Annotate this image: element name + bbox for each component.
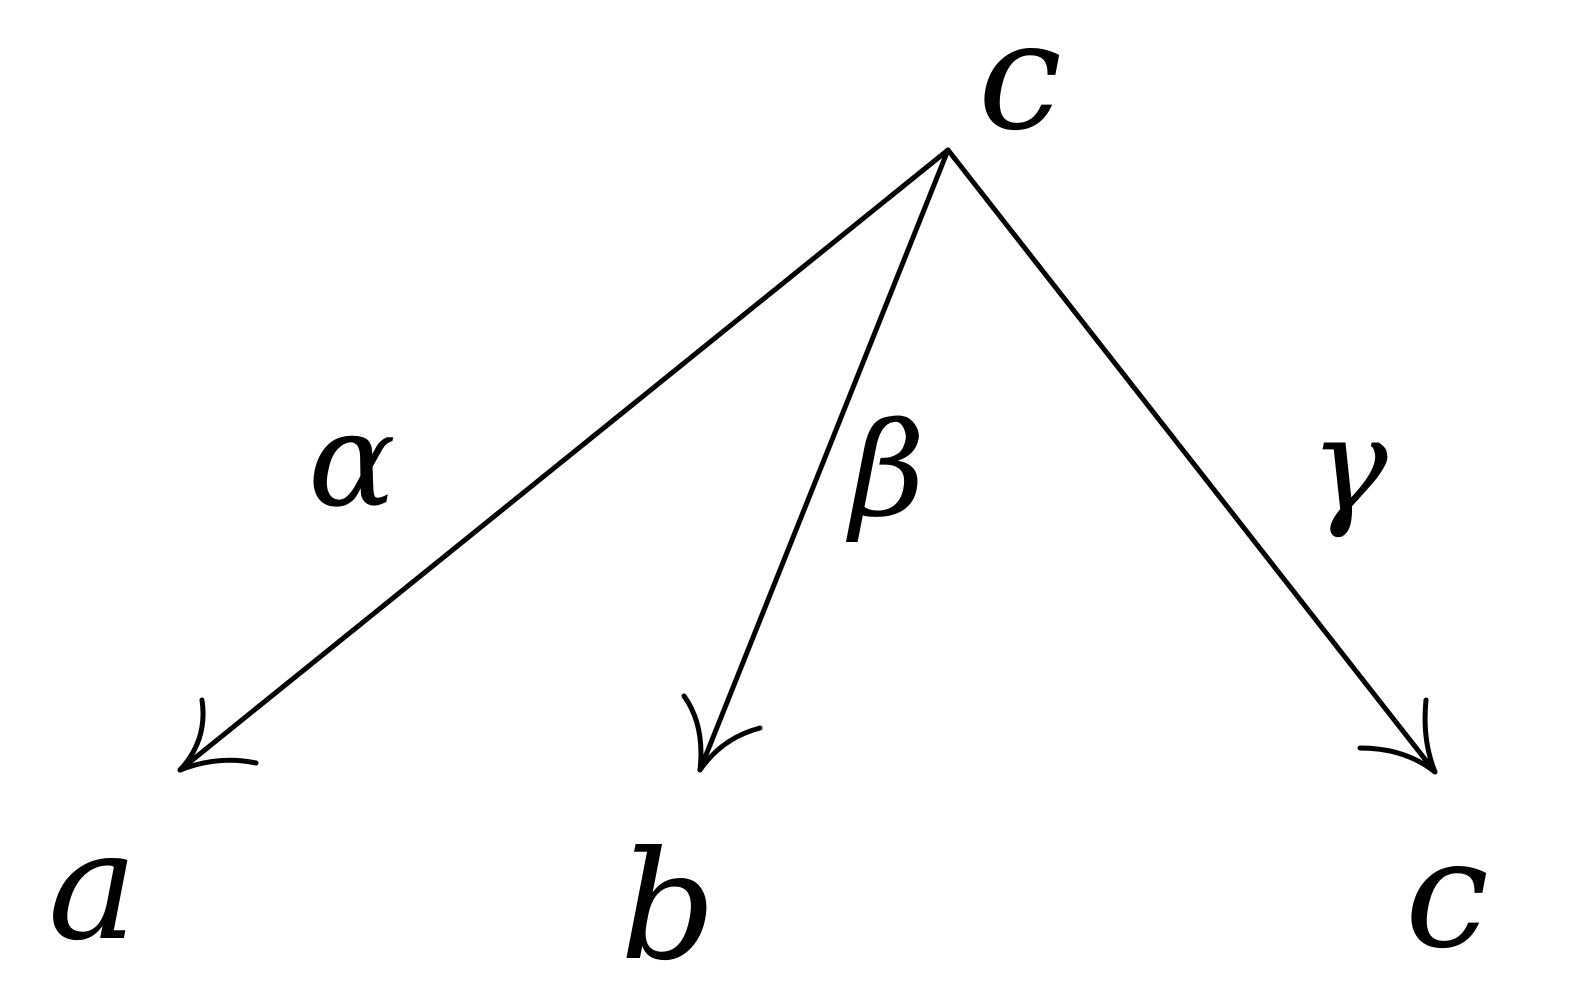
edge-beta-label: β bbox=[845, 394, 925, 546]
edge-beta bbox=[681, 147, 951, 773]
edge-gamma-line bbox=[945, 147, 1438, 775]
edge-beta-line bbox=[697, 147, 951, 773]
edge-gamma-arrowhead bbox=[1357, 697, 1438, 775]
edge-alpha-label: α bbox=[308, 384, 396, 536]
edge-alpha-arrowhead bbox=[177, 697, 259, 773]
edge-alpha-line bbox=[177, 147, 951, 773]
target-node-a: a bbox=[48, 800, 137, 974]
source-node-c: c bbox=[978, 0, 1062, 164]
edge-gamma-label: γ bbox=[1310, 389, 1388, 541]
target-node-c: c bbox=[1405, 808, 1489, 982]
edge-gamma bbox=[945, 147, 1438, 775]
target-node-b: b bbox=[620, 820, 716, 994]
edge-beta-arrowhead bbox=[681, 693, 763, 773]
edge-alpha bbox=[177, 147, 951, 773]
